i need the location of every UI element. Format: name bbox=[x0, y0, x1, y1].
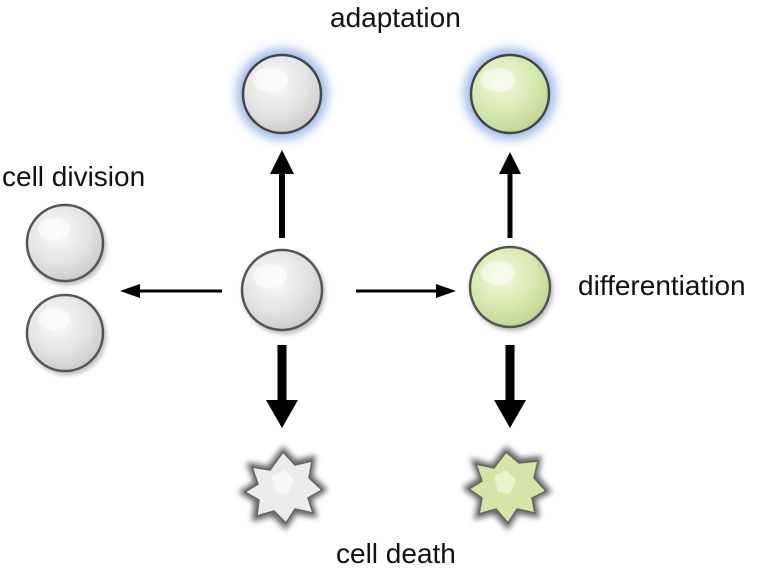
differentiation-label: differentiation bbox=[578, 270, 746, 301]
adaptation-label: adaptation bbox=[330, 2, 461, 33]
cell-death-label: cell death bbox=[336, 538, 456, 569]
divided-cell-top bbox=[25, 203, 105, 283]
arrow-left-division bbox=[120, 284, 222, 298]
arrow-down-death-right bbox=[494, 345, 526, 428]
arrow-up-adaptation-right bbox=[499, 152, 521, 238]
normal-cell bbox=[240, 248, 324, 332]
arrow-right-differentiation bbox=[356, 284, 456, 298]
arrow-up-adaptation-left bbox=[270, 150, 294, 238]
cell-division-label: cell division bbox=[2, 161, 146, 192]
dead-cell-gray bbox=[238, 446, 328, 530]
arrow-down-death-left bbox=[266, 345, 298, 428]
adapted-cell-green bbox=[464, 48, 556, 140]
adapted-cell-gray bbox=[236, 48, 328, 140]
differentiated-cell bbox=[468, 245, 552, 329]
divided-cell-bottom bbox=[25, 293, 105, 373]
dead-cell-green bbox=[462, 446, 552, 530]
